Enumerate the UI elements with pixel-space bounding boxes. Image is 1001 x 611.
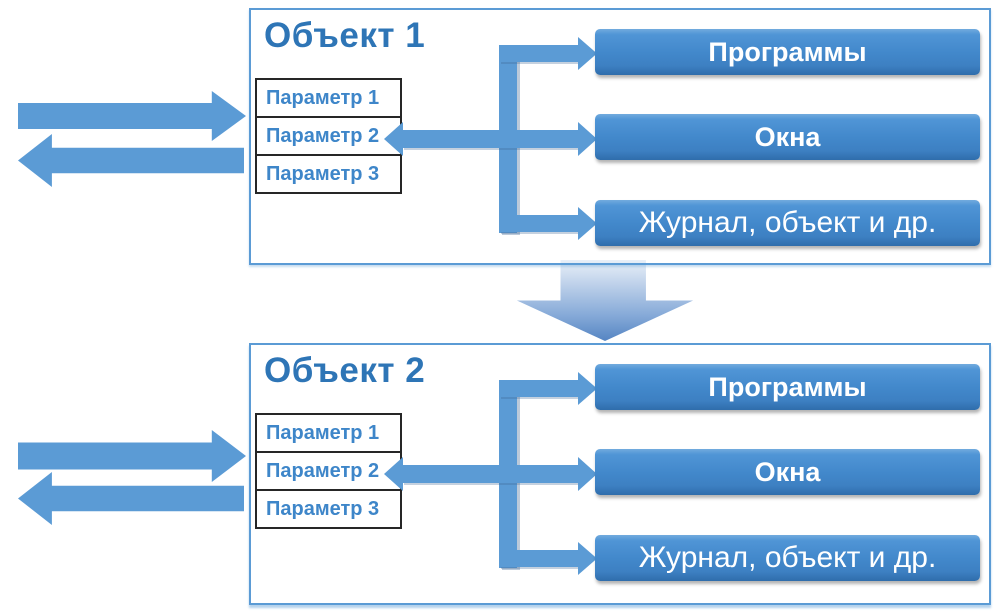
connector-branch-top: [499, 380, 579, 397]
flow-down-arrow-icon: [516, 260, 694, 341]
target-box-programs: Программы: [595, 29, 980, 75]
panel-title: Объект 1: [264, 16, 426, 55]
connector-branch-top: [499, 45, 579, 62]
exchange-arrow-in-icon: [18, 91, 246, 141]
parameter-table: Параметр 1 Параметр 2 Параметр 3: [255, 78, 402, 194]
target-box-label: Программы: [708, 371, 867, 402]
target-box-journal: Журнал, объект и др.: [595, 200, 980, 246]
parameter-row: Параметр 2: [257, 451, 400, 489]
exchange-arrow-out-icon: [18, 134, 244, 187]
parameter-row: Параметр 2: [257, 116, 400, 154]
exchange-arrow-out-icon: [18, 472, 244, 525]
target-box-windows: Окна: [595, 114, 980, 160]
parameter-row: Параметр 1: [257, 415, 400, 451]
target-box-label: Окна: [754, 456, 821, 487]
connector-branch-bottom: [499, 215, 579, 232]
connector-branch-bottom: [499, 550, 579, 567]
target-box-label: Журнал, объект и др.: [638, 206, 937, 239]
parameter-row: Параметр 3: [257, 154, 400, 192]
target-box-label: Журнал, объект и др.: [638, 541, 937, 574]
exchange-arrow-in-icon: [18, 430, 246, 482]
target-box-windows: Окна: [595, 449, 980, 495]
object-panel-1: Объект 1 Параметр 1 Параметр 2 Параметр …: [249, 8, 991, 265]
connector-branch-middle: [402, 465, 579, 483]
parameter-row: Параметр 3: [257, 489, 400, 527]
parameter-table: Параметр 1 Параметр 2 Параметр 3: [255, 413, 402, 529]
parameter-row: Параметр 1: [257, 80, 400, 116]
target-box-label: Окна: [754, 121, 821, 152]
object-panel-2: Объект 2 Параметр 1 Параметр 2 Параметр …: [249, 343, 991, 605]
target-box-label: Программы: [708, 36, 867, 67]
panel-title: Объект 2: [264, 351, 426, 390]
target-box-programs: Программы: [595, 364, 980, 410]
target-box-journal: Журнал, объект и др.: [595, 535, 980, 581]
connector-branch-middle: [402, 130, 579, 148]
